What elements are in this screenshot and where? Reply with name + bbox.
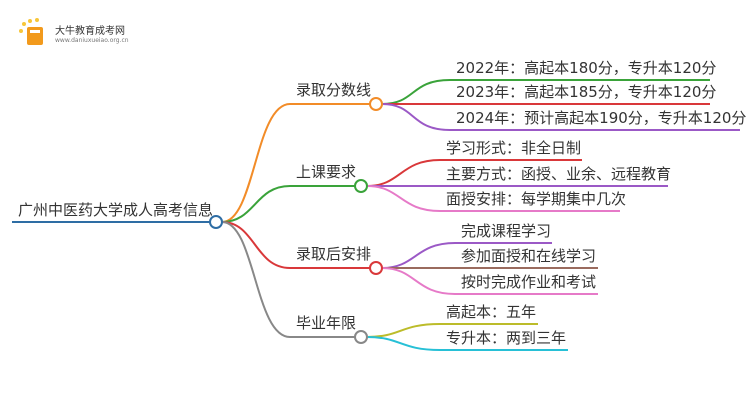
leaf-label: 按时完成作业和考试 (461, 273, 597, 291)
leaf-label: 2024年：预计高起本190分，专升本120分 (456, 109, 747, 127)
branch-label: 上课要求 (296, 163, 357, 181)
leaf-connector (381, 267, 598, 295)
leaf-connector (381, 103, 740, 131)
leaf-connector (366, 185, 620, 212)
logo-url: www.daniuxueiao.org.cn (55, 37, 129, 44)
leaf-connector (366, 159, 582, 187)
root-toggle-node[interactable] (209, 215, 223, 229)
leaf-label: 参加面授和在线学习 (461, 247, 597, 265)
branch-label: 录取后安排 (296, 245, 372, 263)
leaf-label: 学习形式：非全日制 (446, 139, 582, 157)
branch-toggle-node[interactable] (354, 330, 368, 344)
root-label: 广州中医药大学成人高考信息 (18, 201, 214, 219)
leaf-label: 2023年：高起本185分，专升本120分 (456, 83, 717, 101)
branch-connector (221, 221, 370, 269)
leaf-label: 专升本：两到三年 (446, 329, 567, 347)
branch-toggle-node[interactable] (354, 179, 368, 193)
branch-connector (221, 185, 355, 223)
leaf-label: 主要方式：函授、业余、远程教育 (446, 165, 672, 183)
branch-label: 录取分数线 (296, 81, 372, 99)
leaf-label: 完成课程学习 (461, 222, 552, 240)
logo-title: 大牛教育成考网 (55, 26, 125, 37)
branch-connector (221, 103, 370, 223)
leaf-connector (366, 323, 538, 338)
leaf-connector (381, 242, 552, 269)
branch-label: 毕业年限 (296, 314, 357, 332)
leaf-label: 高起本：五年 (446, 303, 537, 321)
branch-connector (221, 221, 355, 338)
leaf-label: 2022年：高起本180分，专升本120分 (456, 59, 717, 77)
branch-toggle-node[interactable] (369, 97, 383, 111)
leaf-connector (366, 336, 568, 351)
branch-toggle-node[interactable] (369, 261, 383, 275)
leaf-label: 面授安排：每学期集中几次 (446, 190, 627, 208)
